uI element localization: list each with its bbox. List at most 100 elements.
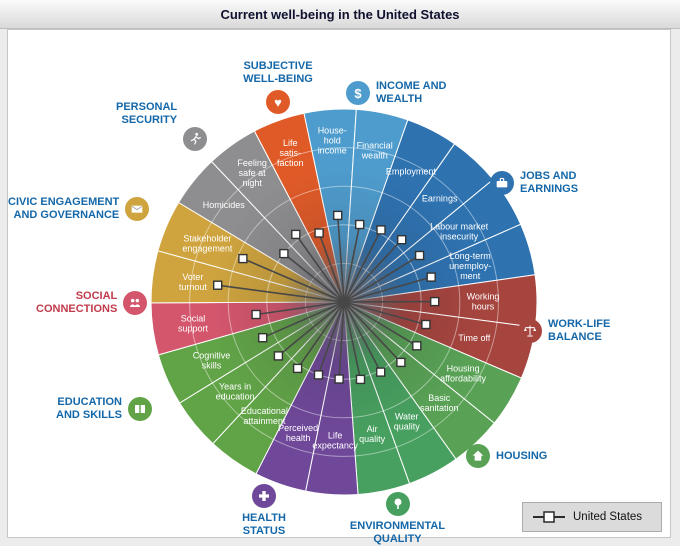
runner-icon: [183, 127, 208, 151]
marker-water-quality: [376, 367, 386, 377]
marker-perceived-health: [313, 370, 324, 380]
runner-glyph: [190, 132, 202, 145]
category-housing: HOUSING: [466, 444, 547, 468]
category-civic-engagement-and-governance: CIVIC ENGAGEMENT AND GOVERNANCE: [8, 196, 150, 222]
category-label: HOUSING: [496, 450, 547, 463]
marker-educational-attainment: [292, 363, 303, 374]
people-icon: [123, 291, 148, 315]
heart-glyph: ♥: [274, 94, 282, 110]
spoke-feeling-safe-at-night: [295, 233, 345, 303]
spoke-cognitive-skills: [262, 301, 345, 339]
marker-earnings: [397, 234, 407, 245]
category-label-line: CONNECTIONS: [36, 303, 118, 315]
spoke-stakeholder-engagement: [242, 257, 345, 303]
grid-ring: [227, 185, 461, 419]
category-income-and-wealth: $ INCOME AND WEALTH: [346, 80, 446, 106]
category-label: WORK-LIFE BALANCE: [548, 318, 610, 344]
category-label-line: AND SKILLS: [56, 409, 122, 421]
legend: United States: [522, 502, 662, 532]
briefcase-glyph: [496, 177, 508, 188]
house-icon: [466, 444, 490, 468]
category-label-line: HOUSING: [496, 449, 548, 462]
book-icon: [128, 397, 152, 421]
marker-basic-sanitation: [396, 357, 406, 368]
spoke-financial-wealth: [343, 224, 361, 303]
category-label: JOBS AND EARNINGS: [520, 170, 578, 196]
category-label: SOCIAL CONNECTIONS: [36, 290, 117, 316]
house-glyph: [472, 450, 484, 461]
category-work-life-balance: WORK-LIFE BALANCE: [518, 318, 610, 344]
envelope-glyph: [131, 205, 143, 213]
category-label-line: STATUS: [242, 525, 286, 537]
category-label-line: PERSONAL: [116, 101, 178, 113]
marker-stakeholder-engagement: [238, 253, 248, 264]
money-icon: $: [346, 81, 370, 105]
category-health-status: HEALTH STATUS: [228, 484, 300, 538]
category-education-and-skills: EDUCATION AND SKILLS: [56, 396, 152, 422]
marker-air-quality: [355, 374, 366, 385]
marker-long-term-unemployment: [426, 272, 436, 282]
category-jobs-and-earnings: JOBS AND EARNINGS: [490, 170, 578, 196]
marker-years-in-education: [273, 351, 284, 361]
label-homicides: Homicides: [203, 200, 246, 210]
spoke-educational-attainment: [296, 301, 345, 369]
category-label-line: INCOME AND: [376, 80, 447, 92]
label-employment: Employment: [386, 167, 437, 177]
category-label-line: HEALTH: [242, 512, 286, 524]
spoke-labour-market-insecurity: [343, 254, 421, 303]
category-label-line: ENVIRONMENTAL: [349, 520, 446, 532]
category-label-line: CIVIC ENGAGEMENT: [8, 196, 120, 208]
category-label-line: EARNINGS: [520, 183, 579, 195]
marker-time-off: [421, 319, 431, 330]
category-label: PERSONAL SECURITY: [116, 101, 177, 127]
category-label-line: WORK-LIFE: [548, 318, 611, 330]
category-label-line: SOCIAL: [75, 290, 118, 302]
category-label-line: WEALTH: [376, 93, 423, 105]
balance-glyph: [523, 325, 537, 337]
spoke-life-satisfaction: [318, 232, 345, 303]
spoke-basic-sanitation: [343, 301, 402, 363]
spoke-earnings: [343, 239, 403, 303]
category-label-line: WELL-BEING: [243, 73, 313, 85]
spoke-perceived-health: [317, 301, 345, 376]
category-environmental-quality: ENVIRONMENTAL QUALITY: [330, 492, 465, 546]
spoke-social-support: [255, 301, 345, 316]
category-personal-security: PERSONAL SECURITY: [116, 101, 208, 151]
marker-life-expectancy: [334, 374, 344, 384]
marker-employment: [376, 225, 386, 235]
briefcase-icon: [490, 171, 514, 195]
marker-working-hours: [430, 296, 440, 307]
cross-icon: [252, 484, 276, 508]
marker-cognitive-skills: [258, 333, 268, 343]
spoke-time-off: [343, 301, 427, 326]
marker-life-satisfaction: [314, 228, 324, 238]
label-earnings: Earnings: [422, 194, 458, 204]
tree-icon: [385, 492, 410, 516]
spoke-life-expectancy: [338, 301, 345, 380]
spoke-housing-affordability: [343, 301, 418, 347]
marker-voter-turnout: [212, 280, 223, 290]
legend-series-label: United States: [573, 511, 643, 523]
page-title: Current well-being in the United States: [220, 6, 460, 22]
money-glyph: $: [354, 85, 362, 101]
book-glyph: [135, 405, 145, 413]
category-label-line: SUBJECTIVE: [243, 60, 313, 72]
category-social-connections: SOCIAL CONNECTIONS: [36, 290, 148, 316]
spoke-employment: [343, 229, 382, 303]
